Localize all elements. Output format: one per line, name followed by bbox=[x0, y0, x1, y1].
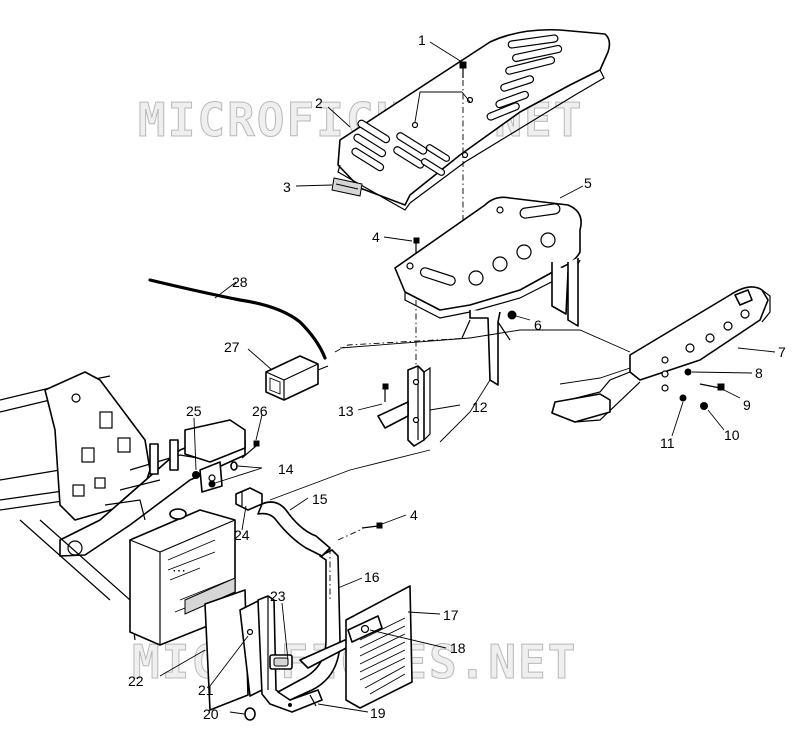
callout-1: 1 bbox=[418, 32, 426, 48]
bracket-screw bbox=[382, 383, 389, 402]
light-axis bbox=[334, 337, 471, 353]
callout-12: 12 bbox=[472, 399, 488, 415]
callout-13: 13 bbox=[338, 403, 354, 419]
bumper-lock-washer bbox=[679, 394, 687, 402]
tail-light-cable bbox=[148, 278, 327, 360]
callout-7: 7 bbox=[778, 344, 786, 360]
callout-18: 18 bbox=[450, 640, 466, 656]
bumper-washer bbox=[684, 368, 692, 376]
frame-screw bbox=[309, 694, 317, 707]
shield-bracket-hole bbox=[246, 628, 254, 636]
callout-4-lower: 4 bbox=[410, 507, 418, 523]
callout-2: 2 bbox=[315, 95, 323, 111]
callout-23: 23 bbox=[270, 588, 286, 604]
callout-27: 27 bbox=[224, 339, 240, 355]
mount-pin bbox=[192, 471, 200, 479]
callout-19: 19 bbox=[370, 705, 386, 721]
bumper-nut bbox=[700, 402, 708, 410]
callout-4-upper: 4 bbox=[372, 229, 380, 245]
callout-28: 28 bbox=[232, 274, 248, 290]
rear-rack-top bbox=[337, 28, 611, 211]
bumper-bolt bbox=[699, 383, 725, 391]
reflector bbox=[331, 177, 363, 197]
callout-26: 26 bbox=[252, 403, 268, 419]
shield-nut bbox=[244, 707, 256, 721]
callout-20: 20 bbox=[203, 706, 219, 722]
callout-22: 22 bbox=[128, 673, 144, 689]
callout-10: 10 bbox=[724, 427, 740, 443]
callout-21: 21 bbox=[198, 682, 214, 698]
callout-numbers: 1 2 3 4 5 4 6 7 8 9 10 11 12 13 14 15 16… bbox=[128, 32, 786, 722]
callout-16: 16 bbox=[364, 569, 380, 585]
support-screw-lower bbox=[361, 522, 383, 529]
flap-plate bbox=[347, 615, 383, 643]
callout-14: 14 bbox=[278, 461, 294, 477]
callout-15: 15 bbox=[312, 491, 328, 507]
callout-17: 17 bbox=[443, 607, 459, 623]
mount-bolt bbox=[241, 440, 260, 459]
callout-6: 6 bbox=[534, 317, 542, 333]
mud-flap bbox=[345, 585, 413, 709]
callout-8: 8 bbox=[755, 365, 763, 381]
tail-light bbox=[265, 355, 329, 401]
rear-bumper bbox=[551, 286, 771, 423]
splash-shield bbox=[204, 589, 249, 711]
screw-axis bbox=[337, 529, 361, 541]
callout-25: 25 bbox=[186, 403, 202, 419]
battery-label-glyph: ⋯ bbox=[172, 562, 186, 578]
callout-11: 11 bbox=[660, 435, 675, 451]
rack-support bbox=[394, 196, 582, 386]
bumper-bracket bbox=[377, 365, 431, 447]
support-nut bbox=[507, 310, 517, 320]
callout-9: 9 bbox=[743, 397, 751, 413]
leader-lines bbox=[159, 41, 776, 715]
vehicle-frame bbox=[0, 371, 246, 641]
callout-24: 24 bbox=[234, 527, 250, 543]
cross-tube bbox=[257, 501, 331, 557]
frame-outline bbox=[269, 329, 631, 501]
callout-3: 3 bbox=[283, 179, 291, 195]
hitch-frame bbox=[257, 595, 323, 713]
frame-hole bbox=[288, 703, 292, 707]
support-screw-upper bbox=[413, 237, 420, 254]
mount-spacer bbox=[230, 461, 238, 471]
tube-clip bbox=[235, 487, 263, 511]
hitch-mount bbox=[184, 419, 246, 493]
callout-5: 5 bbox=[584, 175, 592, 191]
rack-bolt bbox=[459, 61, 467, 78]
